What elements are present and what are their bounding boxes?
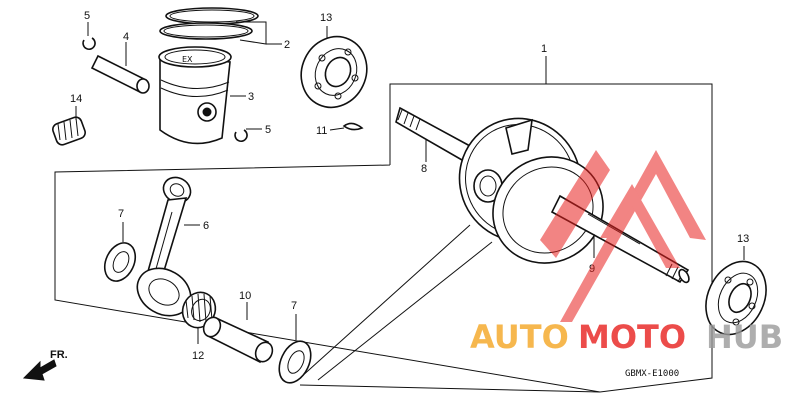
callout-11: 11 <box>316 125 327 137</box>
watermark-logo-icon <box>540 150 706 322</box>
piston-pin-clip-right <box>234 129 248 143</box>
callout-8: 8 <box>421 163 427 175</box>
woodruff-key <box>342 122 364 131</box>
crank-bearing-right <box>705 260 767 336</box>
assembly-frame <box>54 83 713 393</box>
callout-3: 3 <box>248 91 254 103</box>
watermark-part1: AUTO <box>470 318 569 356</box>
callout-12: 12 <box>192 350 204 362</box>
frame-divider <box>299 384 601 393</box>
thrust-washer-left <box>103 242 137 282</box>
callout-1: 1 <box>541 43 547 55</box>
front-arrow-icon <box>22 359 57 381</box>
front-label: FR. <box>50 349 68 361</box>
callout-13b: 13 <box>737 233 749 245</box>
crankshaft <box>395 106 690 284</box>
piston-pin <box>90 54 150 94</box>
callout-5a: 5 <box>84 10 90 22</box>
diagram-code: GBMX-E1000 <box>625 369 679 379</box>
leader-11 <box>329 127 345 131</box>
assembly-line-b <box>317 241 493 381</box>
callout-7a: 7 <box>118 208 124 220</box>
callout-14: 14 <box>70 93 82 105</box>
callout-10: 10 <box>239 290 251 302</box>
crank-bearing-top <box>300 35 368 109</box>
callout-7b: 7 <box>291 300 297 312</box>
crank-pin <box>202 316 274 364</box>
watermark-text: AUTO MOTO HUB <box>470 318 783 356</box>
watermark-part2: MOTO <box>578 318 686 356</box>
callout-2: 2 <box>284 39 290 51</box>
big-end-needle-bearing <box>181 291 217 329</box>
piston: EX <box>158 46 232 145</box>
leader-2 <box>236 21 267 45</box>
piston-mark: EX <box>182 55 193 64</box>
callout-5b: 5 <box>265 124 271 136</box>
callout-4: 4 <box>123 31 129 43</box>
callout-13a: 13 <box>320 12 332 24</box>
piston-pin-clip-left <box>82 37 96 51</box>
small-end-needle-bearing <box>52 116 86 146</box>
piston-rings <box>159 7 259 40</box>
connecting-rod <box>136 176 192 317</box>
watermark-part3: HUB <box>706 318 783 356</box>
assembly-line-a <box>299 224 471 379</box>
thrust-washer-right <box>278 340 312 384</box>
callout-6: 6 <box>203 220 209 232</box>
